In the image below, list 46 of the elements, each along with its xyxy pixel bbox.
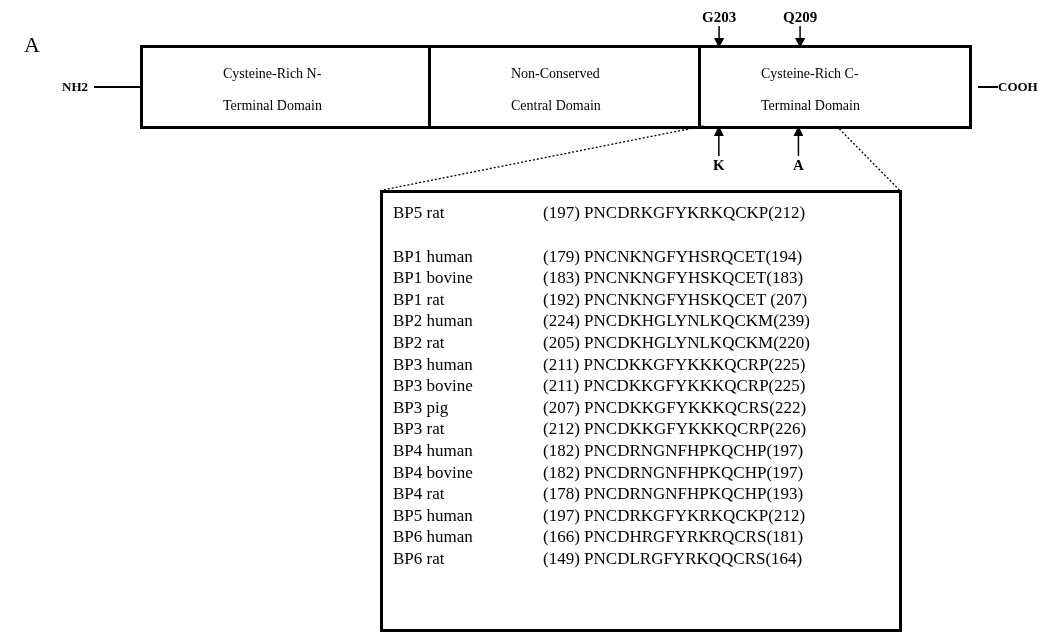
panel-letter: A bbox=[24, 32, 40, 58]
sequence-text: (211) PNCDKKGFYKKKQCRP(225) bbox=[543, 354, 806, 375]
species-label: BP6 rat bbox=[393, 549, 445, 569]
species-label: BP1 human bbox=[393, 246, 473, 267]
sequence-text: (212) PNCDKKGFYKKKQCRP(226) bbox=[543, 419, 807, 440]
species-label: BP1 rat bbox=[393, 289, 445, 310]
alignment-box bbox=[380, 190, 902, 632]
species-label: BP3 pig bbox=[393, 397, 449, 418]
species-label: BP5 rat bbox=[393, 203, 445, 223]
sequence-text: (149) PNCDLRGFYRKQQCRS(164) bbox=[543, 549, 803, 569]
sequence-text: (182) PNCDRNGNFHPKQCHP(197) bbox=[543, 462, 804, 483]
species-label: BP2 human bbox=[393, 311, 473, 332]
species-label: BP4 bovine bbox=[393, 462, 473, 483]
species-label: BP4 rat bbox=[393, 484, 445, 505]
sequence-text: (178) PNCDRNGNFHPKQCHP(193) bbox=[543, 484, 804, 505]
domain-name: Cysteine-Rich C-Terminal Domain bbox=[761, 65, 861, 115]
species-label: BP5 human bbox=[393, 505, 473, 526]
sequence-text: (197) PNCDRKGFYKRKQCKP(212) bbox=[543, 505, 806, 526]
sequence-text: (182) PNCDRNGNFHPKQCHP(197) bbox=[543, 441, 804, 461]
species-label: BP1 bovine bbox=[393, 268, 473, 289]
sequence-text: (211) PNCDKKGFYKKKQCRP(225) bbox=[543, 376, 806, 397]
sequence-text: (197) PNCDRKGFYKRKQCKP(212) bbox=[543, 203, 806, 223]
species-label: BP3 rat bbox=[393, 419, 445, 440]
sequence-text: (205) PNCDKHGLYNLKQCKM(220) bbox=[543, 333, 810, 353]
species-label: BP3 human bbox=[393, 354, 473, 375]
sequence-text: (166) PNCDHRGFYRKRQCRS(181) bbox=[543, 527, 804, 548]
residue-label: K bbox=[713, 156, 725, 174]
species-label: BP4 human bbox=[393, 441, 473, 461]
sequence-text: (179) PNCNKNGFYHSRQCET(194) bbox=[543, 246, 803, 267]
terminus-label: NH2 bbox=[62, 78, 88, 96]
terminus-label: COOH bbox=[998, 78, 1038, 96]
species-label: BP3 bovine bbox=[393, 376, 473, 397]
sequence-text: (192) PNCNKNGFYHSKQCET (207) bbox=[543, 289, 808, 310]
connector-line bbox=[93, 86, 141, 88]
sequence-text: (183) PNCNKNGFYHSKQCET(183) bbox=[543, 268, 804, 289]
residue-label: Q209 bbox=[783, 8, 818, 26]
connector-line bbox=[977, 86, 999, 88]
residue-label: A bbox=[793, 156, 804, 174]
residue-label: G203 bbox=[702, 8, 737, 26]
domain-name: Non-Conserved Central Domain bbox=[511, 65, 602, 115]
species-label: BP6 human bbox=[393, 527, 473, 548]
protein-bar bbox=[140, 45, 972, 129]
domain-name: Cysteine-Rich N-Terminal Domain bbox=[223, 65, 323, 115]
sequence-text: (224) PNCDKHGLYNLKQCKM(239) bbox=[543, 311, 810, 332]
species-label: BP2 rat bbox=[393, 333, 445, 353]
sequence-text: (207) PNCDKKGFYKKKQCRS(222) bbox=[543, 397, 807, 418]
